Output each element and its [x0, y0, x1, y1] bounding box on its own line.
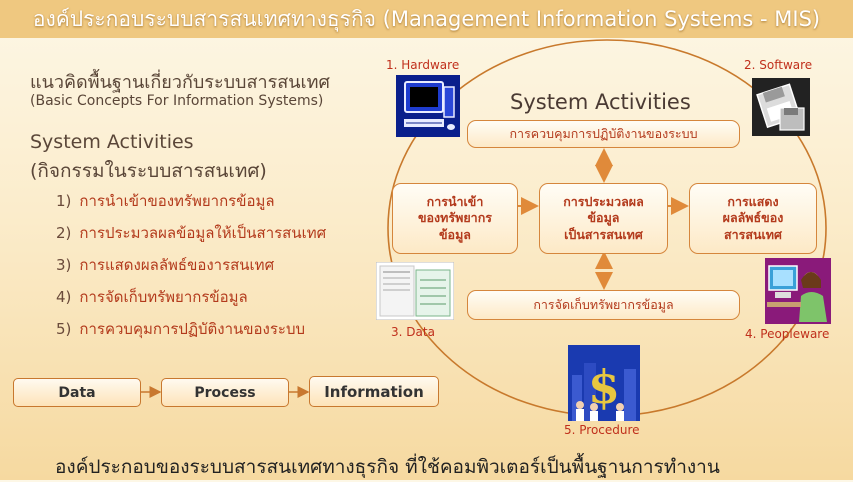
- activities-subtitle: (กิจกรรมในระบบสารสนเทศ): [30, 160, 267, 182]
- person-at-computer-icon: [765, 258, 831, 324]
- computer-icon: [396, 75, 460, 137]
- control-box: การควบคุมการปฏิบัติงานของระบบ: [467, 120, 740, 148]
- data-document-icon: [376, 262, 454, 320]
- diagram-title: System Activities: [510, 90, 691, 114]
- concepts-heading-en: (Basic Concepts For Information Systems): [30, 93, 324, 109]
- concepts-heading-th: แนวคิดพื้นฐานเกี่ยวกับระบบสารสนเทศ: [30, 72, 330, 93]
- storage-box: การจัดเก็บทรัพยากรข้อมูล: [467, 290, 740, 320]
- list-item: 4)การจัดเก็บทรัพยากรข้อมูล: [56, 288, 248, 306]
- input-box: การนำเข้าของทรัพยากรข้อมูล: [392, 183, 518, 254]
- page-title: องค์ประกอบระบบสารสนเทศทางธุรกิจ (Managem…: [0, 0, 853, 38]
- software-disk-icon: [752, 78, 810, 136]
- procedure-label: 5. Procedure: [564, 423, 640, 437]
- process-box: การประมวลผลข้อมูลเป็นสารสนเทศ: [539, 183, 668, 254]
- activities-title: System Activities: [30, 131, 194, 153]
- flow-information-box: Information: [309, 376, 439, 407]
- flow-process-box: Process: [161, 378, 289, 407]
- software-label: 2. Software: [744, 58, 813, 72]
- footer-caption: องค์ประกอบของระบบสารสนเทศทางธุรกิจ ที่ใช…: [55, 456, 720, 478]
- list-item: 2)การประมวลผลข้อมูลให้เป็นสารสนเทศ: [56, 224, 327, 242]
- procedure-business-icon: $: [568, 345, 640, 421]
- list-item: 5)การควบคุมการปฏิบัติงานของระบบ: [56, 320, 306, 338]
- list-item: 3)การแสดงผลลัพธ์ของารสนเทศ: [56, 256, 275, 274]
- peopleware-label: 4. Peopleware: [745, 327, 830, 341]
- data-label: 3. Data: [391, 325, 435, 339]
- hardware-label: 1. Hardware: [386, 58, 460, 72]
- flow-arrows: [141, 386, 310, 398]
- flow-data-box: Data: [13, 378, 141, 407]
- output-box: การแสดงผลลัพธ์ของสารสนเทศ: [689, 183, 817, 254]
- list-item: 1)การนำเข้าของทรัพยากรข้อมูล: [56, 192, 275, 210]
